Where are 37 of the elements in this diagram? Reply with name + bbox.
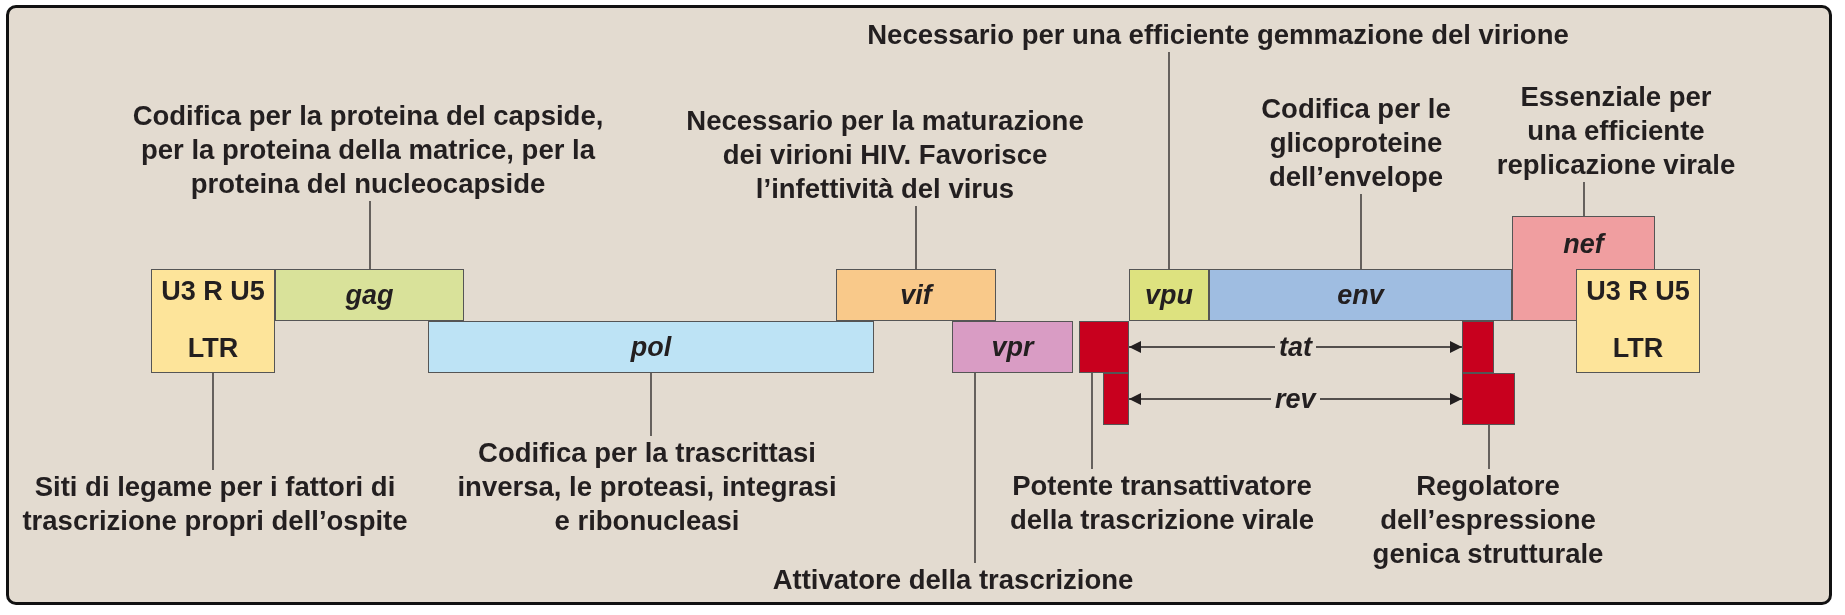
leader-line (1091, 372, 1093, 470)
exon-box (1079, 321, 1129, 373)
exon-box (1103, 373, 1129, 425)
arrow (1128, 341, 1463, 353)
leader-line (915, 205, 917, 270)
annotation-text: Codifica per la proteina del capside, per la proteina della matrice, per la proteina del nucleocapside (118, 99, 618, 201)
arrow (1128, 393, 1463, 405)
annotation-text: Necessario per una efficiente gemmazione del virione (808, 18, 1628, 52)
annotation-text: Siti di legame per i fattori di trascrizione propri dell’ospite (17, 470, 413, 538)
ltr-label: LTR (1612, 333, 1664, 364)
exon-box (1462, 373, 1515, 425)
ltr-box (151, 269, 275, 373)
leader-line (212, 372, 214, 471)
gene-box: vif (836, 269, 996, 321)
leader-line (1583, 181, 1585, 217)
annotation-text: Attivatore della trascrizione (733, 563, 1173, 597)
annotation-text: Potente transattivatore della trascrizione virale (989, 469, 1335, 537)
leader-line (1168, 51, 1170, 270)
ltr-label: LTR (187, 333, 239, 364)
region-label: U3 R U5 (161, 276, 265, 307)
annotation-text: Essenziale per una efficiente replicazione virale (1495, 80, 1737, 182)
exon-box (1462, 321, 1494, 373)
gene-box: pol (428, 321, 874, 373)
leader-line (1488, 424, 1490, 470)
gene-box: vpu (1129, 269, 1209, 321)
leader-line (650, 372, 652, 437)
gene-box: gag (275, 269, 464, 321)
annotation-text: Codifica per le glicoproteine dell’envelope (1248, 92, 1464, 194)
leader-line (974, 372, 976, 564)
annotation-text: Codifica per la trascrittasi inversa, le proteasi, integrasi e ribonucleasi (449, 436, 845, 538)
gene-box: vpr (952, 321, 1073, 373)
annotation-text: Necessario per la maturazione dei virioni HIV. Favorisce l’infettività del virus (665, 104, 1105, 206)
ltr-box (1576, 269, 1700, 373)
gene-box: env (1209, 269, 1512, 321)
leader-line (369, 200, 371, 270)
annotation-text: Regolatore dell’espressione genica strutturale (1368, 469, 1608, 571)
leader-line (1360, 193, 1362, 270)
